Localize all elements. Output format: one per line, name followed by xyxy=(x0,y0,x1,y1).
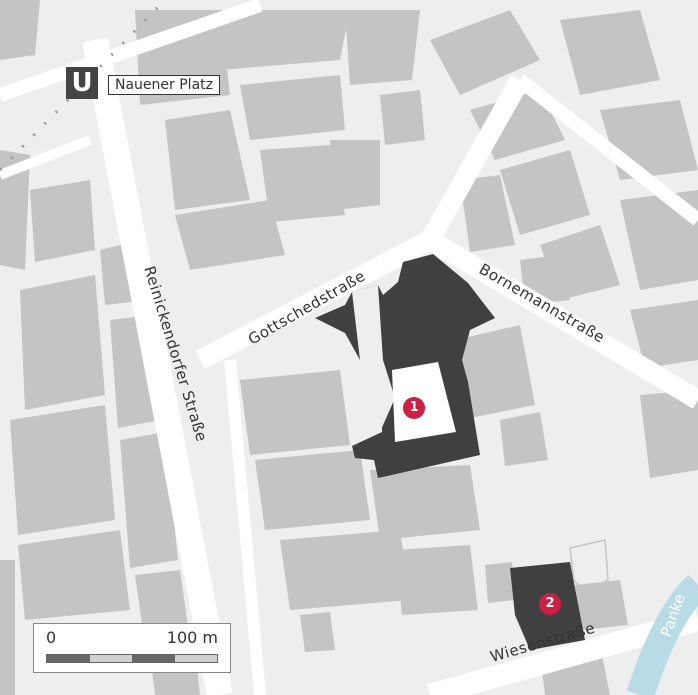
station-name-label[interactable]: Nauener Platz xyxy=(108,75,220,95)
courtyard-1b xyxy=(392,362,456,442)
scale-zero-label: 0 xyxy=(46,628,57,647)
scale-max-label: 100 m xyxy=(166,628,218,647)
scale-segment xyxy=(174,655,217,662)
scale-bar-graphic xyxy=(46,654,218,663)
scale-segment xyxy=(89,655,132,662)
marker-1[interactable]: 1 xyxy=(403,397,425,419)
scale-segment xyxy=(47,655,90,662)
scale-segment xyxy=(132,655,175,662)
river-panke xyxy=(626,574,698,695)
marker-2[interactable]: 2 xyxy=(539,593,561,615)
ubahn-icon[interactable]: U xyxy=(66,67,98,99)
courtyard-1a xyxy=(352,285,395,432)
scale-bar: 0 100 m xyxy=(33,623,231,673)
building-outline-2 xyxy=(569,539,609,593)
